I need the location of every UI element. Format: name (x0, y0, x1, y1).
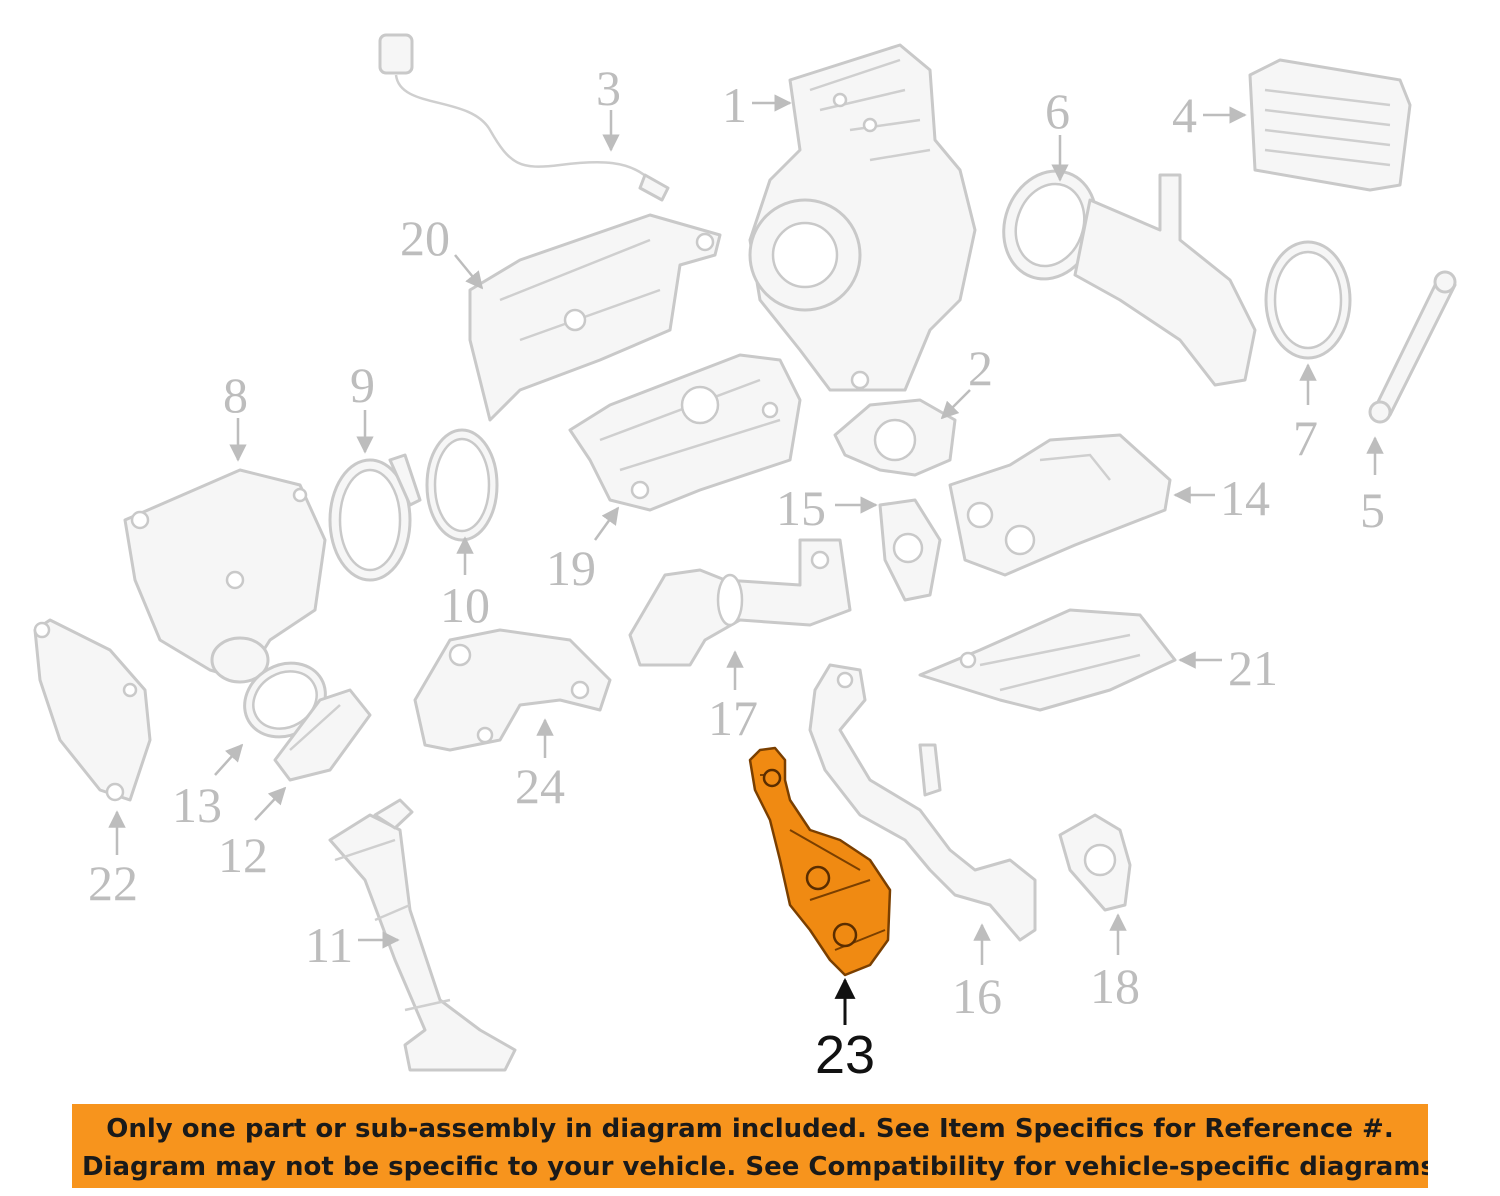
callout-20: 20 (400, 210, 450, 266)
callout-2: 2 (968, 340, 993, 396)
arrow-2 (940, 389, 971, 420)
part-10-gasket (425, 428, 499, 542)
part-22-cover (33, 618, 152, 802)
part-19-heat-shield (568, 353, 802, 512)
part-6-outlet-pipe (1002, 169, 1257, 387)
part-23-heat-shield-highlighted (748, 746, 892, 977)
callout-13: 13 (172, 777, 222, 833)
part-2-gasket (833, 398, 957, 477)
part-17-pipe (628, 538, 852, 667)
arrow-13 (214, 743, 244, 776)
callout-17: 17 (708, 690, 758, 746)
callout-7: 7 (1293, 410, 1318, 466)
callout-15: 15 (776, 480, 826, 536)
part-9-clamp (328, 453, 422, 582)
callout-arrows (108, 94, 1384, 1025)
callout-3: 3 (596, 60, 621, 116)
callout-8: 8 (223, 367, 248, 423)
part-20-heat-shield (468, 213, 722, 422)
part-11-downpipe (328, 798, 517, 1072)
callout-19: 19 (546, 540, 596, 596)
callout-12: 12 (218, 827, 268, 883)
part-21-heat-shield (918, 608, 1177, 712)
disclaimer-banner: Only one part or sub-assembly in diagram… (72, 1104, 1428, 1188)
callout-9: 9 (350, 357, 375, 413)
part-3-sensor (378, 33, 670, 202)
part-24-egr-pipe (413, 628, 612, 752)
part-4-actuator (1248, 58, 1412, 192)
callout-21: 21 (1228, 640, 1278, 696)
callout-labels: 1 3 4 6 20 2 7 5 8 9 10 15 14 19 17 21 2… (88, 60, 1385, 1085)
part-14-flange (948, 433, 1172, 577)
part-7-gasket (1264, 240, 1352, 360)
callout-18: 18 (1090, 958, 1140, 1014)
callout-10: 10 (440, 577, 490, 633)
part-16-coolant-pipe (808, 663, 1037, 942)
part-8-filter-housing (123, 468, 327, 684)
callout-14: 14 (1220, 470, 1270, 526)
disclaimer-line-1: Only one part or sub-assembly in diagram… (106, 1114, 1394, 1144)
arrow-12 (254, 786, 287, 821)
callout-6: 6 (1045, 83, 1070, 139)
callout-11: 11 (305, 917, 353, 973)
disclaimer-line-2: Diagram may not be specific to your vehi… (82, 1152, 1428, 1182)
callout-5: 5 (1360, 482, 1385, 538)
part-5-link-rod (1368, 270, 1457, 424)
callout-23: 23 (815, 1025, 875, 1085)
part-1-turbocharger (748, 43, 977, 392)
callout-1: 1 (722, 77, 747, 133)
part-12-clamp (273, 688, 372, 782)
arrow-19 (593, 506, 620, 541)
callout-22: 22 (88, 855, 138, 911)
part-15-gasket (878, 498, 942, 602)
arrow-20 (454, 254, 484, 290)
callout-16: 16 (952, 968, 1002, 1024)
part-18-gasket (1058, 813, 1132, 912)
callout-4: 4 (1172, 87, 1197, 143)
callout-24: 24 (515, 758, 565, 814)
